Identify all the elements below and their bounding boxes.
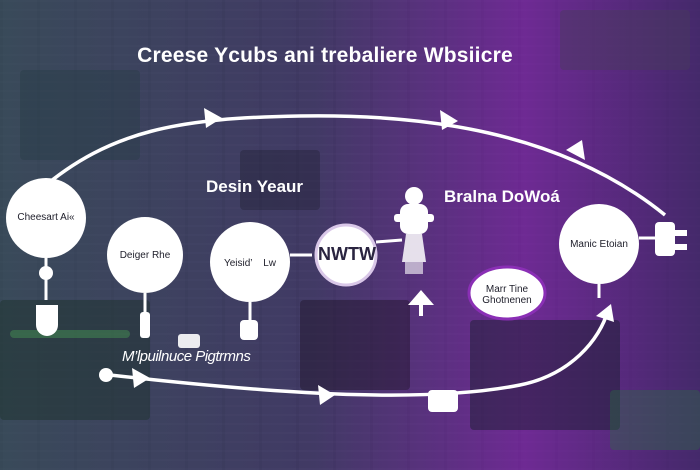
loop-top-connector [38, 114, 667, 217]
top-arrow-3 [566, 140, 585, 160]
top-arrow-1 [204, 108, 222, 128]
heading-brand: Bralna DoWoá [444, 187, 560, 206]
node-monitor [467, 265, 547, 321]
node-design [107, 217, 183, 293]
loop-bottom-connector [109, 309, 610, 397]
diagram-title: Creese Ycubs ani trebaliere Wbsiicre [137, 44, 513, 67]
node-brand [559, 204, 639, 284]
pipeline-caption: M’lpuilnuce Pigtrmns [122, 348, 251, 365]
plug-icon [655, 222, 687, 256]
bottom-connector-block [428, 390, 458, 412]
node-badge [314, 223, 378, 287]
node-monitor-label: Marr Tine Ghotnenen [482, 284, 532, 306]
start-plug-icon [36, 305, 58, 336]
top-arrow-2 [440, 110, 458, 130]
node-review-label: Yeisid’ Lw [223, 258, 277, 269]
node-brand-label: Manic Etoian [570, 239, 628, 250]
heading-design: Desin Yeaur [206, 177, 304, 196]
up-arrow-icon [408, 290, 434, 305]
node-badge-label: NWTW [318, 244, 376, 264]
node-design-label: Deiger Rhe [119, 250, 171, 261]
bottom-arrow-3 [596, 304, 614, 322]
bottom-left-knob [99, 368, 113, 382]
node-review [210, 222, 290, 302]
node-start-label: Cheesart Ai« [17, 212, 75, 223]
bottom-arrow-1 [132, 368, 150, 388]
bottom-arrow-2 [318, 385, 335, 405]
mascot-figure-icon [394, 187, 434, 274]
node-start [6, 178, 86, 258]
start-knob [39, 266, 53, 280]
badge-to-mascot [375, 238, 403, 244]
